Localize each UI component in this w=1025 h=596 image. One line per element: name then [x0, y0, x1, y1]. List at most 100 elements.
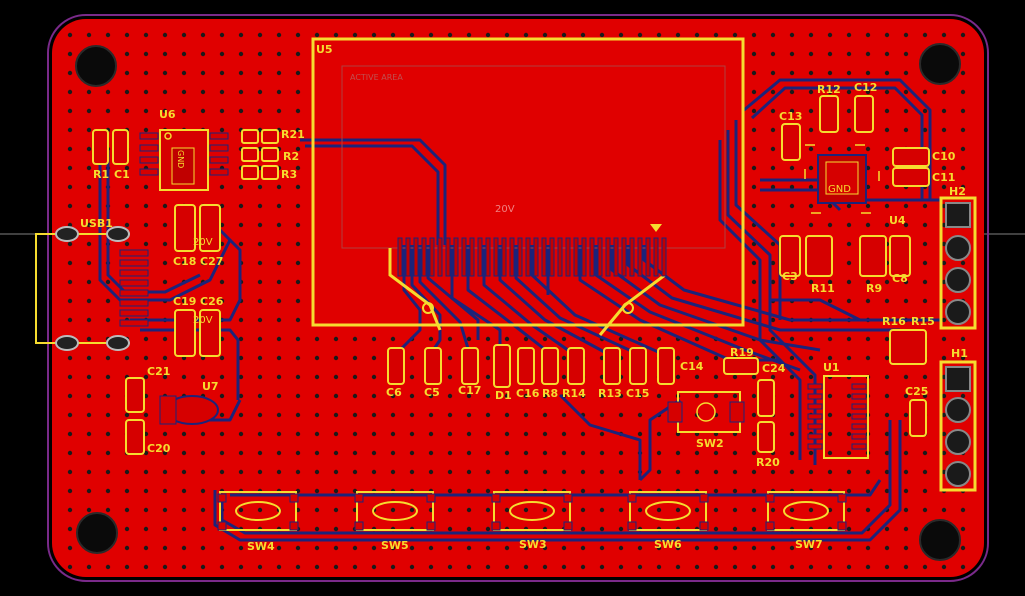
via [466, 32, 472, 38]
via [770, 241, 776, 247]
via [713, 526, 719, 532]
via [694, 450, 700, 456]
switch-pad [627, 493, 637, 503]
label-active-area: ACTIVE AREA [350, 73, 403, 82]
via [732, 374, 738, 380]
via [219, 393, 225, 399]
via [789, 393, 795, 399]
via [922, 89, 928, 95]
via [181, 526, 187, 532]
label-c10: C10 [932, 150, 956, 163]
via [143, 545, 149, 551]
label-c21: C21 [147, 365, 170, 378]
fpc-pin [557, 237, 563, 277]
via [238, 32, 244, 38]
via [105, 393, 111, 399]
via [884, 355, 890, 361]
via [257, 89, 263, 95]
via [846, 564, 852, 570]
fpc-pin [405, 237, 411, 277]
fpc-connector-pins [397, 237, 667, 277]
via [751, 526, 757, 532]
label-c16: C16 [516, 387, 540, 400]
via [390, 336, 396, 342]
via [86, 222, 92, 228]
via [466, 469, 472, 475]
label-net-20v: 20V [495, 204, 515, 215]
via [789, 279, 795, 285]
via [143, 355, 149, 361]
via [162, 469, 168, 475]
via [960, 108, 966, 114]
via [789, 222, 795, 228]
via [732, 32, 738, 38]
via [143, 507, 149, 513]
label-r14: R14 [562, 387, 586, 400]
via [884, 127, 890, 133]
via [922, 203, 928, 209]
via [504, 32, 510, 38]
via [67, 374, 73, 380]
via [770, 336, 776, 342]
via [105, 279, 111, 285]
via [67, 545, 73, 551]
switch-actuator [372, 501, 418, 521]
via [86, 165, 92, 171]
via [447, 431, 453, 437]
via [542, 32, 548, 38]
via [846, 507, 852, 513]
label-c15: C15 [626, 387, 649, 400]
via [846, 412, 852, 418]
via [86, 89, 92, 95]
label-sw4: SW4 [247, 540, 275, 553]
via [542, 450, 548, 456]
via [504, 507, 510, 513]
via [599, 393, 605, 399]
via [447, 374, 453, 380]
switch-pad [289, 493, 299, 503]
via [67, 165, 73, 171]
label-c3: C3 [782, 270, 798, 283]
via [523, 564, 529, 570]
via [162, 108, 168, 114]
via [409, 507, 415, 513]
via [732, 336, 738, 342]
via [884, 279, 890, 285]
fpc-pin [413, 237, 419, 277]
via [428, 336, 434, 342]
via [390, 507, 396, 513]
switch-pad [699, 521, 709, 531]
via [86, 374, 92, 380]
via [561, 545, 567, 551]
u4-chip [804, 144, 880, 214]
via [922, 298, 928, 304]
via [827, 545, 833, 551]
via [903, 431, 909, 437]
via [751, 488, 757, 494]
via [238, 184, 244, 190]
via [67, 488, 73, 494]
via [86, 298, 92, 304]
switch-outline [629, 491, 707, 531]
via [257, 51, 263, 57]
via [884, 545, 890, 551]
fpc-pin [637, 237, 643, 277]
via [770, 184, 776, 190]
label-sw2: SW2 [696, 437, 724, 450]
via [67, 469, 73, 475]
via [808, 127, 814, 133]
via [808, 469, 814, 475]
via [314, 336, 320, 342]
via [580, 393, 586, 399]
via [941, 146, 947, 152]
via [485, 355, 491, 361]
switch-pad [217, 493, 227, 503]
via [865, 488, 871, 494]
via [257, 203, 263, 209]
via [960, 51, 966, 57]
via [808, 108, 814, 114]
via [751, 108, 757, 114]
label-r19: R19 [730, 346, 754, 359]
via [257, 431, 263, 437]
fpc-pin [525, 237, 531, 277]
